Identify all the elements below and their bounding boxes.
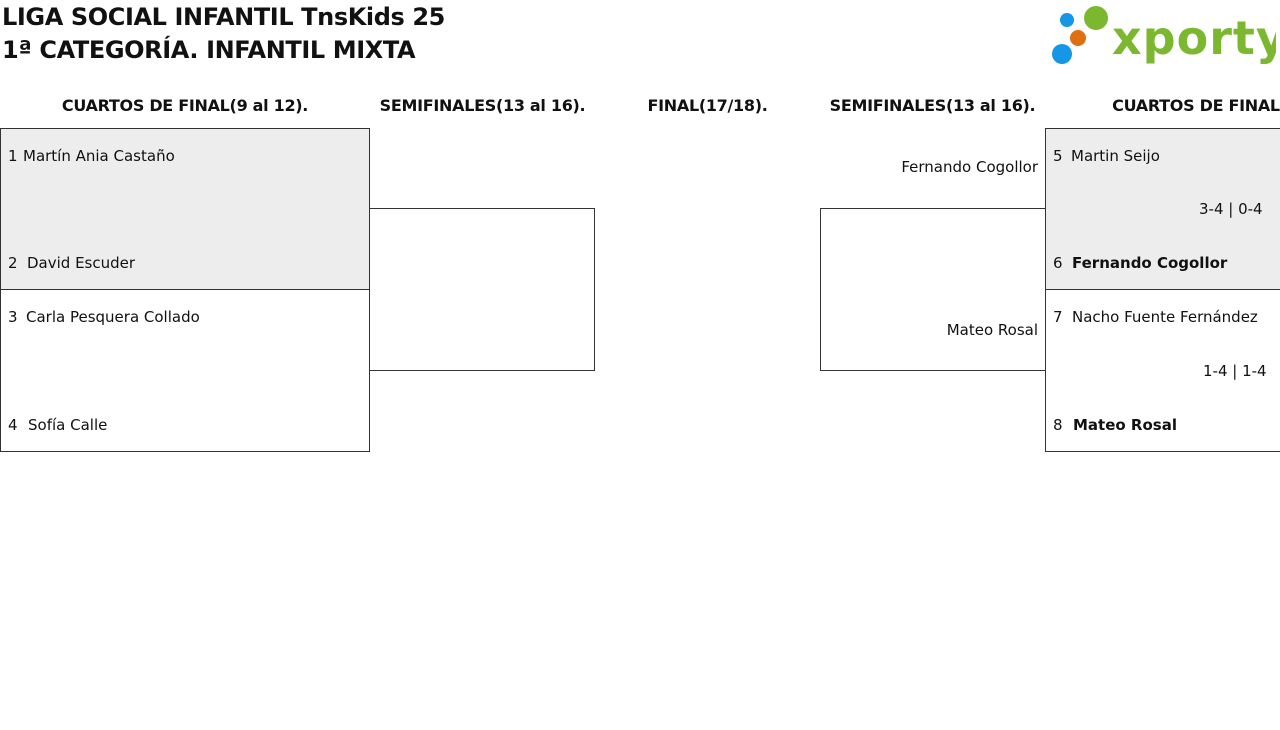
left-quarterfinal-match-1[interactable]: 1 Martín Ania Castaño 2 David Escuder (0, 128, 370, 290)
player-name: Fernando Cogollor (1072, 254, 1228, 272)
header-right-semis: SEMIFINALES(13 al 16). (829, 96, 1036, 115)
header-final: FINAL(17/18). (647, 96, 768, 115)
match-player-bottom: 4 Sofía Calle (8, 416, 107, 434)
right-semifinal-match[interactable]: Mateo Rosal (820, 208, 1046, 371)
match-player-bottom: 6 Fernando Cogollor (1053, 254, 1227, 272)
match-score: 3-4 | 0-4 (1199, 200, 1263, 218)
right-quarterfinal-match-1[interactable]: 5 Martin Seijo 3-4 | 0-4 6 Fernando Cogoll… (1045, 128, 1280, 290)
seed-number: 1 (8, 147, 18, 165)
page-title: LIGA SOCIAL INFANTIL TnsKids 25 (2, 3, 445, 31)
logo-dot-blue-large (1052, 44, 1072, 64)
seed-number: 8 (1053, 416, 1063, 434)
match-player-top: 5 Martin Seijo (1053, 147, 1160, 165)
left-quarterfinal-match-2[interactable]: 3 Carla Pesquera Collado 4 Sofía Calle (0, 289, 370, 452)
player-name: David Escuder (27, 254, 136, 272)
right-semifinal-player-bottom: Mateo Rosal (946, 321, 1038, 339)
player-name: Martín Ania Castaño (23, 147, 175, 165)
right-semifinal-player-top: Fernando Cogollor (901, 158, 1038, 176)
match-player-top: 1 Martín Ania Castaño (8, 147, 175, 165)
match-player-top: 7 Nacho Fuente Fernández (1053, 308, 1258, 326)
seed-number: 6 (1053, 254, 1063, 272)
match-player-bottom: 2 David Escuder (8, 254, 135, 272)
seed-number: 5 (1053, 147, 1063, 165)
match-score: 1-4 | 1-4 (1203, 362, 1267, 380)
header-left-semis: SEMIFINALES(13 al 16). (379, 96, 586, 115)
match-player-bottom: 8 Mateo Rosal (1053, 416, 1177, 434)
player-name: Nacho Fuente Fernández (1072, 308, 1258, 326)
logo-dot-orange (1070, 30, 1086, 46)
seed-number: 7 (1053, 308, 1063, 326)
logo-dot-green (1084, 6, 1108, 30)
player-name: Carla Pesquera Collado (26, 308, 200, 326)
seed-number: 2 (8, 254, 18, 272)
player-name: Martin Seijo (1071, 147, 1160, 165)
header-left-quarters: CUARTOS DE FINAL(9 al 12). (61, 96, 309, 115)
player-name: Sofía Calle (28, 416, 108, 434)
left-semifinal-match[interactable] (369, 208, 595, 371)
match-player-top: 3 Carla Pesquera Collado (8, 308, 200, 326)
seed-number: 4 (8, 416, 18, 434)
right-quarterfinal-match-2[interactable]: 7 Nacho Fuente Fernández 1-4 | 1-4 8 Mateo… (1045, 289, 1280, 452)
xporty-logo: xporty (1052, 6, 1276, 65)
logo-text: xporty (1112, 11, 1276, 65)
seed-number: 3 (8, 308, 18, 326)
logo-dot-blue-small (1060, 13, 1074, 27)
header-right-quarters: CUARTOS DE FINAL (1112, 96, 1280, 115)
page-subtitle: 1ª CATEGORÍA. INFANTIL MIXTA (2, 36, 416, 64)
player-name: Mateo Rosal (1073, 416, 1177, 434)
